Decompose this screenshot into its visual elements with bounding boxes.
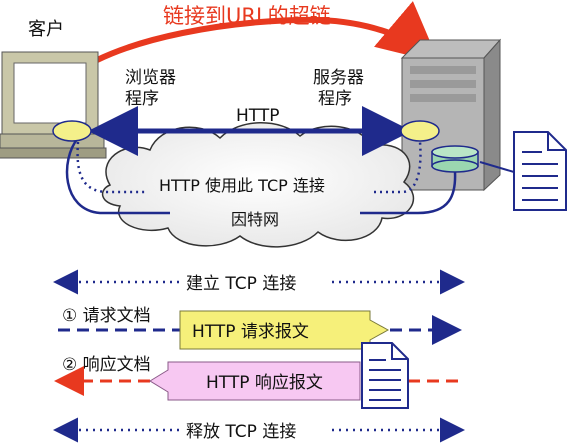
internet-label: 因特网 — [231, 210, 279, 229]
tcp-dotted-line — [76, 141, 422, 194]
physical-link-line — [65, 137, 457, 215]
document-icon — [513, 131, 567, 211]
hyperlink-arrow — [57, 1, 440, 88]
response-message-box — [149, 361, 361, 401]
response-document-icon — [361, 342, 409, 409]
server-program-oval — [400, 120, 440, 142]
browser-program-oval — [52, 120, 92, 142]
server-label-line2: 程序 — [318, 89, 352, 109]
disk-icon — [431, 145, 479, 173]
browser-label-line2: 程序 — [125, 89, 159, 109]
client-computer-icon — [0, 51, 107, 159]
establish-label: 建立 TCP 连接 — [186, 274, 296, 294]
response-message-label: HTTP 响应报文 — [206, 373, 323, 393]
http-label: HTTP — [236, 106, 280, 126]
request-doc-label: ① 请求文档 — [62, 306, 151, 326]
client-label: 客户 — [28, 19, 64, 40]
browser-label-line1: 浏览器 — [125, 68, 176, 88]
request-message-box — [179, 310, 390, 350]
hyperlink-label: 链接到URL的超链 — [163, 4, 331, 28]
release-label: 释放 TCP 连接 — [186, 422, 296, 442]
doc-link-line — [479, 161, 515, 173]
response-doc-label: ② 响应文档 — [62, 355, 151, 375]
request-message-label: HTTP 请求报文 — [192, 322, 309, 342]
cloud-tcp-label: HTTP 使用此 TCP 连接 — [159, 176, 325, 195]
server-label-line1: 服务器 — [313, 68, 364, 88]
